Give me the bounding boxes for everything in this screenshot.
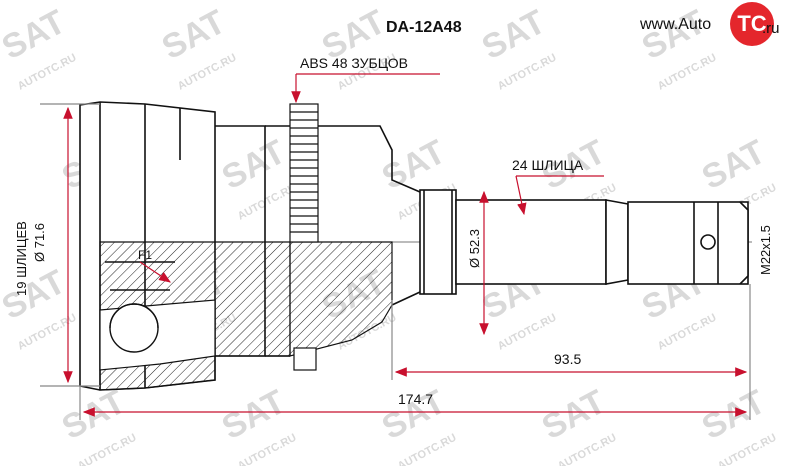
logo-site-suffix: .ru [762, 20, 780, 37]
abs-ring [289, 103, 319, 371]
outer-splines-label: 19 ШЛИЦЕВ [14, 221, 29, 296]
outer-diameter-label: Ø 71.6 [32, 223, 47, 262]
part-number: DA-12A48 [386, 19, 462, 36]
shaft-splines-label: 24 ШЛИЦА [512, 157, 584, 173]
dim-total-length: 174.7 [398, 391, 433, 407]
inner-diameter-label: Ø 52.3 [467, 229, 482, 268]
thread-label: M22x1.5 [758, 225, 773, 275]
dim-shaft-length: 93.5 [554, 351, 581, 367]
f1-label: F1 [138, 248, 152, 262]
housing-neck [318, 125, 421, 306]
logo-site-prefix: www.Auto [640, 16, 712, 33]
dimensions [40, 73, 751, 420]
logo-badge: TC [730, 2, 774, 46]
abs-teeth-label: ABS 48 ЗУБЦОВ [300, 55, 408, 71]
housing-section [99, 241, 393, 391]
